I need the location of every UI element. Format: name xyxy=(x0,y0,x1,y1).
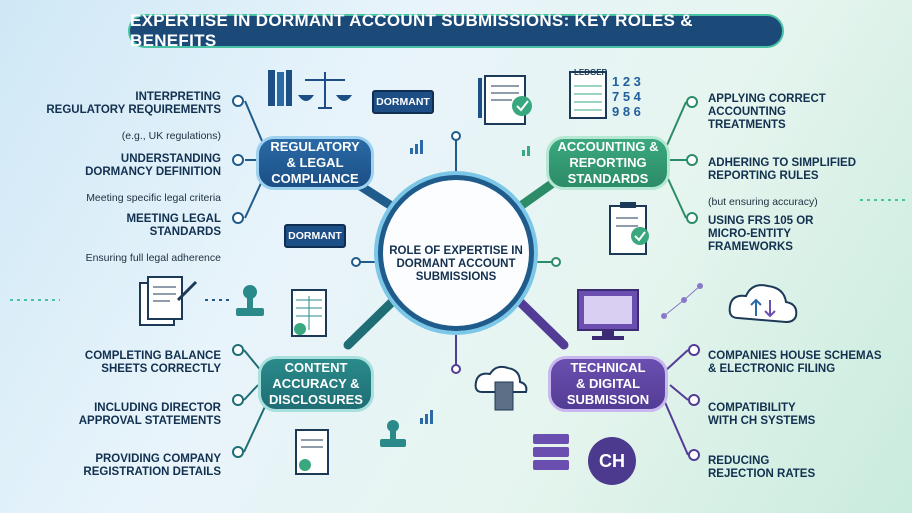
regulatory-item: UNDERSTANDING DORMANCY DEFINITION Meetin… xyxy=(21,140,221,218)
computer-monitor-icon xyxy=(577,289,639,340)
accounting-item: USING FRS 105 OR MICRO-ENTITY FRAMEWORKS xyxy=(708,202,898,267)
certificate-icon xyxy=(295,429,329,475)
item-heading: PROVIDING COMPANY REGISTRATION DETAILS xyxy=(83,453,221,478)
item-subtext: Ensuring full legal adherence xyxy=(85,252,221,264)
network-nodes-icon xyxy=(661,283,703,319)
law-books-icon xyxy=(268,70,292,106)
item-heading: USING FRS 105 OR MICRO-ENTITY FRAMEWORKS xyxy=(708,215,814,253)
mini-bars-icon xyxy=(522,146,530,156)
checklist-document-icon xyxy=(478,75,532,125)
hub-content-accuracy-disclosures: CONTENT ACCURACY & DISCLOSURES xyxy=(258,356,374,412)
item-heading: UNDERSTANDING DORMANCY DEFINITION xyxy=(85,153,221,178)
page-title: EXPERTISE IN DORMANT ACCOUNT SUBMISSIONS… xyxy=(128,11,784,50)
hub-technical-digital-submission: TECHNICAL & DIGITAL SUBMISSION xyxy=(548,356,668,412)
stamp-icon xyxy=(380,420,406,447)
dormant-sign: DORMANT xyxy=(372,90,434,114)
scales-of-justice-icon xyxy=(297,72,353,109)
accounting-item: ADHERING TO SIMPLIFIED REPORTING RULES (… xyxy=(708,144,898,222)
item-heading: COMPANIES HOUSE SCHEMAS & ELECTRONIC FIL… xyxy=(708,350,882,375)
stamp-icon xyxy=(236,285,264,316)
ledger-label: LEDGER xyxy=(574,68,608,77)
item-heading: INCLUDING DIRECTOR APPROVAL STATEMENTS xyxy=(78,402,221,427)
cloud-server-icon xyxy=(474,365,528,411)
ledger-icon xyxy=(569,71,607,119)
content-item: INCLUDING DIRECTOR APPROVAL STATEMENTS xyxy=(21,389,221,441)
item-heading: REDUCING REJECTION RATES xyxy=(708,455,816,480)
item-heading: ADHERING TO SIMPLIFIED REPORTING RULES xyxy=(708,157,857,182)
ch-badge: CH xyxy=(588,437,636,485)
technical-item: COMPATIBILITY WITH CH SYSTEMS xyxy=(708,389,908,441)
item-heading: COMPATIBILITY WITH CH SYSTEMS xyxy=(708,402,816,427)
content-item: COMPLETING BALANCE SHEETS CORRECTLY xyxy=(21,337,221,389)
hub-regulatory-legal-compliance: REGULATORY & LEGAL COMPLIANCE xyxy=(256,136,374,190)
mini-bars-icon xyxy=(420,410,433,424)
mini-bars-icon xyxy=(410,140,423,154)
item-subtext: (e.g., UK regulations) xyxy=(121,130,221,142)
server-stack-icon xyxy=(533,434,569,470)
spoke-technical xyxy=(515,297,569,350)
accounting-item: APPLYING CORRECT ACCOUNTING TREATMENTS xyxy=(708,80,898,145)
technical-item: COMPANIES HOUSE SCHEMAS & ELECTRONIC FIL… xyxy=(708,337,908,389)
item-heading: COMPLETING BALANCE SHEETS CORRECTLY xyxy=(84,350,221,375)
clipboard-check-icon xyxy=(609,202,649,255)
center-hub xyxy=(378,175,534,331)
item-heading: APPLYING CORRECT ACCOUNTING TREATMENTS xyxy=(708,93,826,131)
regulatory-item: MEETING LEGAL STANDARDS Ensuring full le… xyxy=(21,200,221,278)
regulatory-item: INTERPRETING REGULATORY REQUIREMENTS (e.… xyxy=(21,78,221,156)
dormant-sign: DORMANT xyxy=(284,224,346,248)
item-subtext: Meeting specific legal criteria xyxy=(86,192,221,204)
item-heading: INTERPRETING REGULATORY REQUIREMENTS xyxy=(46,91,221,116)
spreadsheet-check-icon xyxy=(291,289,327,337)
cloud-sync-icon xyxy=(728,284,798,324)
center-hub-label: ROLE OF EXPERTISE IN DORMANT ACCOUNT SUB… xyxy=(389,245,523,283)
item-heading: MEETING LEGAL STANDARDS xyxy=(126,213,221,238)
spoke-content xyxy=(343,297,397,350)
technical-item: REDUCING REJECTION RATES xyxy=(708,442,908,494)
ledger-digits: 1 2 3 7 5 4 9 8 6 xyxy=(612,74,641,119)
hub-accounting-reporting-standards: ACCOUNTING & REPORTING STANDARDS xyxy=(546,136,670,190)
item-subtext: (but ensuring accuracy) xyxy=(708,196,818,208)
signed-documents-icon xyxy=(139,276,198,326)
content-item: PROVIDING COMPANY REGISTRATION DETAILS xyxy=(21,440,221,492)
